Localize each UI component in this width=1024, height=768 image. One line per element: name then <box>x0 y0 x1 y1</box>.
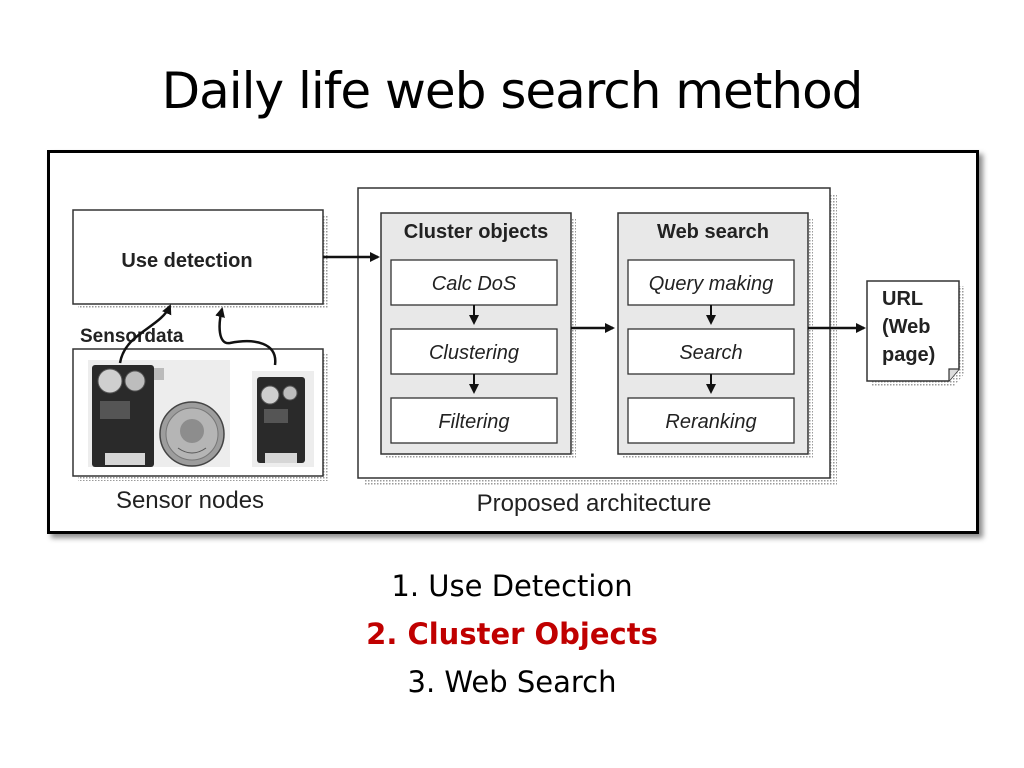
sensordata-label: Sensordata <box>80 326 184 347</box>
calc-dos-box <box>390 259 558 306</box>
url-label-line-2: (Web <box>882 316 931 338</box>
web-search-panel: Web search Query making Search Reranking <box>617 212 813 459</box>
reranking-box <box>627 397 795 444</box>
sensor-to-detection-arrow-right <box>215 307 277 366</box>
sensor-nodes-label: Sensor nodes <box>116 487 264 514</box>
search-label: Search <box>679 342 742 364</box>
url-label-line-3: page) <box>882 344 935 366</box>
step-web-search: 3. Web Search <box>407 665 617 699</box>
cluster-objects-title: Cluster objects <box>404 221 548 243</box>
steps-list: 1. Use Detection 2. Cluster Objects 3. W… <box>0 562 1024 706</box>
use-detection-label: Use detection <box>121 250 252 272</box>
proposed-architecture-label: Proposed architecture <box>477 490 712 517</box>
cluster-objects-panel: Cluster objects Calc DoS Clustering Filt… <box>380 212 576 459</box>
url-document: URL (Web page) <box>866 280 964 386</box>
step-use-detection: 1. Use Detection <box>391 569 633 603</box>
coin-image <box>159 401 225 467</box>
filtering-label: Filtering <box>438 411 509 433</box>
step-cluster-objects: 2. Cluster Objects <box>366 617 658 651</box>
search-box <box>627 328 795 375</box>
clustering-box <box>390 328 558 375</box>
calc-dos-label: Calc DoS <box>432 273 517 295</box>
architecture-figure: Use detection <box>47 150 979 534</box>
use-detection-box: Use detection <box>72 209 328 309</box>
clustering-label: Clustering <box>429 342 519 364</box>
url-label-line-1: URL <box>882 288 923 310</box>
sensor-to-detection-arrow-left <box>118 304 172 364</box>
web-search-title: Web search <box>657 221 769 243</box>
reranking-label: Reranking <box>665 411 756 433</box>
query-making-box <box>627 259 795 306</box>
slide-title: Daily life web search method <box>161 62 864 120</box>
filtering-box <box>390 397 558 444</box>
sensor-node-photo-small <box>252 371 314 467</box>
architecture-diagram: Use detection <box>72 187 964 517</box>
query-making-label: Query making <box>649 273 774 295</box>
